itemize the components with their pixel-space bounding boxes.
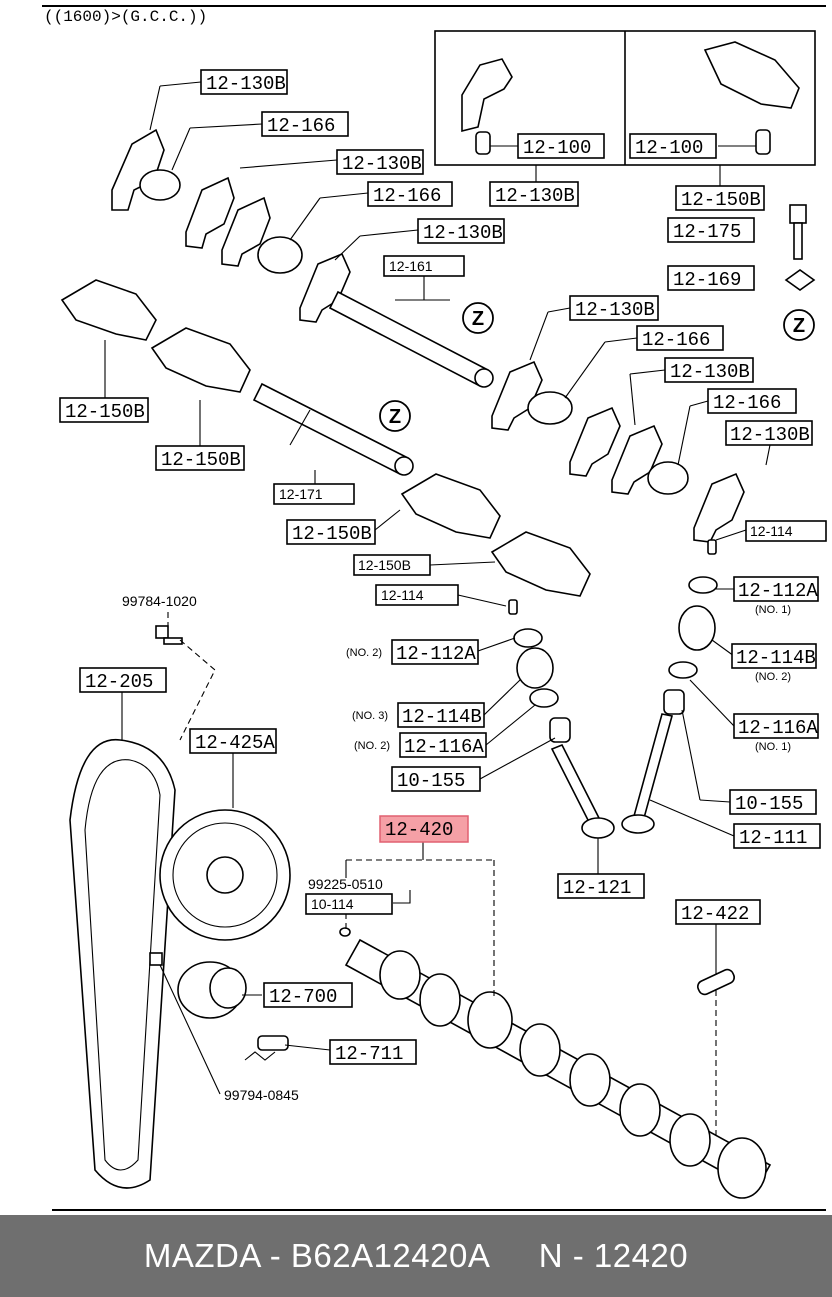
label-12-100: 12-100 [523, 137, 591, 159]
footer-part-number: MAZDA - B62A12420A [143, 1237, 491, 1274]
label-12-114B: 12-114B [736, 647, 816, 669]
camshaft [339, 927, 772, 1199]
label-12-422: 12-422 [681, 903, 749, 925]
note-no1: (NO. 1) [755, 604, 791, 616]
note-no1: (NO. 1) [755, 741, 791, 753]
footer-ref: N - 12420 [538, 1237, 689, 1274]
z-marker-2: Z [379, 400, 411, 432]
rocker-shaft-lower [60, 279, 591, 597]
label-12-150B: 12-150B [65, 401, 145, 423]
label-12-700: 12-700 [269, 986, 337, 1008]
label-12-166: 12-166 [713, 392, 781, 414]
label-99225-0510: 99225-0510 [308, 876, 383, 892]
label-12-114: 12-114 [750, 523, 793, 539]
label-12-111: 12-111 [739, 827, 807, 849]
note-no2: (NO. 2) [755, 671, 791, 683]
label-12-100: 12-100 [635, 137, 703, 159]
label-12-150B: 12-150B [681, 189, 761, 211]
label-12-150B: 12-150B [292, 523, 372, 545]
label-12-130B: 12-130B [495, 185, 575, 207]
inset-box [434, 30, 816, 186]
svg-text:Z: Z [389, 406, 401, 428]
label-12-130B: 12-130B [670, 361, 750, 383]
model-note: ((1600)>(G.C.C.)) [44, 8, 207, 26]
label-12-420: 12-420 [385, 819, 453, 841]
note-no2: (NO. 2) [354, 740, 390, 752]
valve-assemblies [508, 539, 718, 839]
label-12-114: 12-114 [381, 587, 424, 603]
label-12-166: 12-166 [267, 115, 335, 137]
label-12-150B: 12-150B [358, 557, 411, 573]
label-12-130B: 12-130B [206, 73, 286, 95]
svg-text:Z: Z [793, 315, 805, 337]
leader-lines [104, 81, 771, 1140]
label-12-116A: 12-116A [404, 736, 484, 758]
label-10-155: 10-155 [735, 793, 803, 815]
parts-diagram: ((1600)>(G.C.C.)) [42, 5, 827, 1211]
label-99794-0845: 99794-0845 [224, 1087, 299, 1103]
label-10-155: 10-155 [397, 770, 465, 792]
label-12-130B: 12-130B [423, 222, 503, 244]
label-12-175: 12-175 [673, 221, 741, 243]
label-12-171: 12-171 [279, 486, 323, 502]
label-12-166: 12-166 [373, 185, 441, 207]
label-12-425A: 12-425A [195, 732, 275, 754]
label-12-116A: 12-116A [738, 717, 818, 739]
note-no3: (NO. 3) [352, 710, 388, 722]
label-12-169: 12-169 [673, 269, 741, 291]
svg-text:Z: Z [472, 308, 484, 330]
timing-belt-assembly [69, 625, 291, 1189]
bolt-12-175 [784, 204, 816, 291]
label-12-114B: 12-114B [402, 706, 482, 728]
label-12-130B: 12-130B [342, 153, 422, 175]
note-no2: (NO. 2) [346, 647, 382, 659]
label-12-112A: 12-112A [738, 580, 818, 602]
part-labels: 12-130B 12-166 12-130B 12-166 12-130B 12… [59, 69, 827, 1103]
label-12-150B: 12-150B [161, 449, 241, 471]
rocker-shaft-upper [111, 128, 745, 543]
label-12-161: 12-161 [389, 258, 433, 274]
z-marker-3: Z [783, 309, 815, 341]
z-marker-1: Z [462, 302, 494, 334]
footer-bar: MAZDA - B62A12420A N - 12420 [0, 1215, 832, 1297]
label-12-166: 12-166 [642, 329, 710, 351]
label-12-711: 12-711 [335, 1043, 403, 1065]
label-12-205: 12-205 [85, 671, 153, 693]
label-12-130B: 12-130B [730, 424, 810, 446]
label-12-112A: 12-112A [396, 643, 476, 665]
label-10-114: 10-114 [311, 896, 354, 912]
highlight-12-420 [379, 815, 469, 843]
label-99784-1020: 99784-1020 [122, 593, 197, 609]
label-12-121: 12-121 [563, 877, 631, 899]
label-12-130B: 12-130B [575, 299, 655, 321]
